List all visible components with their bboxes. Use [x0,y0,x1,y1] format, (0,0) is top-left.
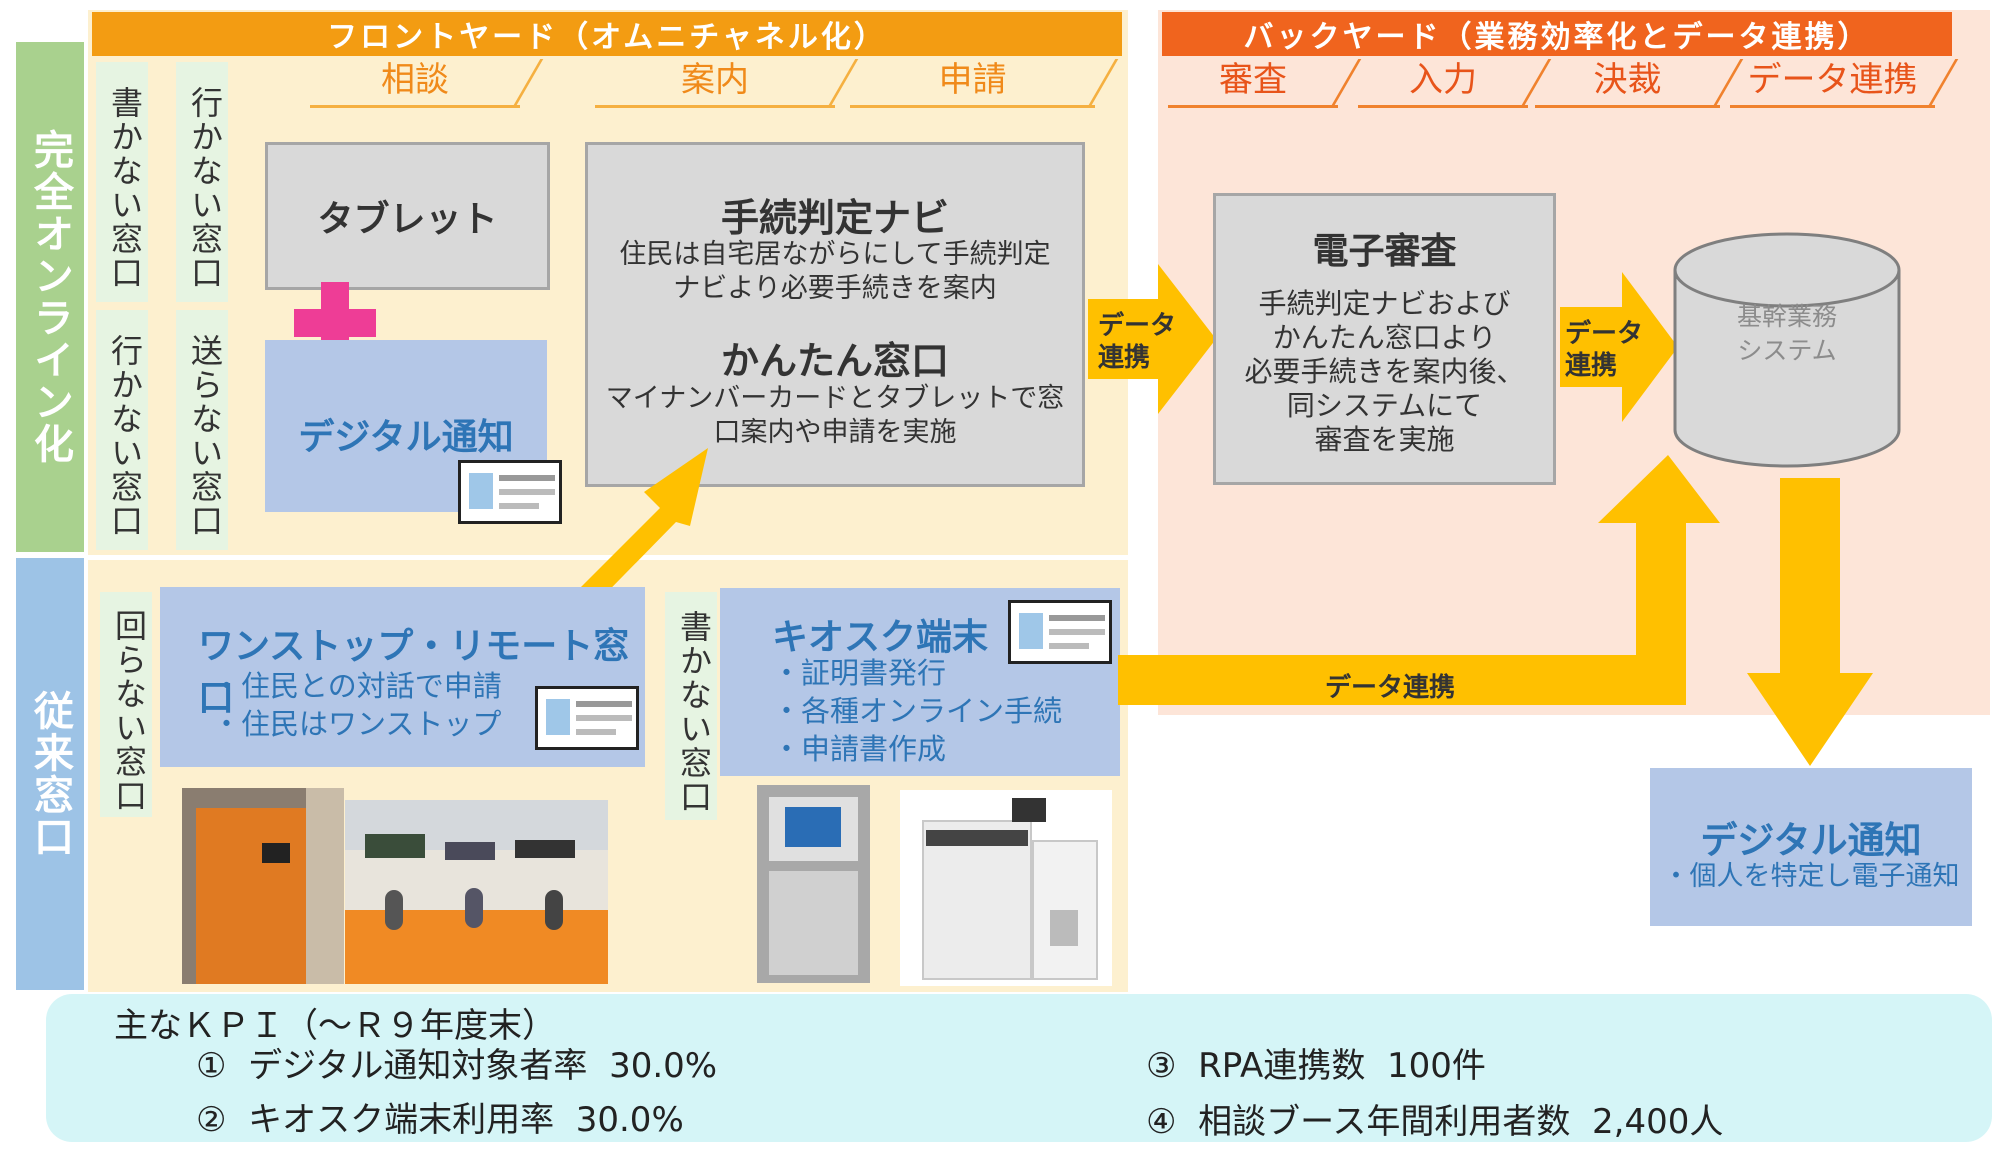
frontyard-header-text: フロントヤード（オムニチャネル化） [327,20,887,55]
data-link-label-3: データ連携 [1325,673,1456,703]
kpi-item-4: ④ 相談ブース年間利用者数 2,400人 [1146,1102,1724,1142]
kpi-heading: 主なＫＰＩ（～Ｒ９年度末） [114,1006,556,1046]
onestop-item-2: ・住民はワンストップ [212,707,502,741]
data-link-arrow-3-path [1118,455,1720,705]
no-visit-window-label-2: 行かない窓口 [96,310,148,550]
mynumber-card-image-2 [535,686,639,750]
kpi-item-3: ③ RPA連携数 100件 [1146,1046,1486,1086]
no-walking-window-label: 回らない窓口 [100,592,152,817]
multifunction-printer-photo [900,790,1112,986]
kpi-item-2: ② キオスク端末利用率 30.0% [196,1100,684,1140]
core-system-database-icon [1673,232,1901,468]
no-writing-window-label: 書かない窓口 [96,62,148,302]
tab-data-link: データ連携 [1730,58,1959,108]
remote-booth-photo [182,788,344,984]
onestop-title: ワンストップ・リモート窓口 [198,626,630,719]
easy-window-desc-2: 口案内や申請を実施 [713,417,957,448]
mynumber-card-image-3 [1008,600,1112,664]
diagonal-arrow [560,448,708,610]
tab-input: 入力 [1358,58,1552,108]
tablet-label: タブレット [317,199,498,240]
tab-approval: 決裁 [1535,58,1744,108]
procedure-navi-desc-1: 住民は自宅居ながらにして手続判定 [619,239,1051,270]
backyard-header-text: バックヤード（業務効率化とデータ連携） [1243,20,1871,55]
kpi-panel: 主なＫＰＩ（～Ｒ９年度末） ① デジタル通知対象者率 30.0% ② キオスク端… [46,994,1992,1142]
electronic-review-title: 電子審査 [1312,231,1457,272]
kiosk-title: キオスク端末 [772,617,989,658]
backyard-header: バックヤード（業務効率化とデータ連携） [1162,12,1952,56]
core-system-label: 基幹業務 システム [1736,302,1837,365]
data-link-arrow-2 [1560,272,1678,422]
tab-guide: 案内 [595,58,859,108]
tab-review: 審査 [1168,58,1362,108]
procedure-navi-desc-2: ナビより必要手続きを案内 [673,273,997,304]
digital-notice-front-label: デジタル通知 [298,417,514,458]
no-visit-window-label: 行かない窓口 [176,62,228,302]
electronic-review-box: 電子審査 手続判定ナビおよび かんたん窓口より 必要手続きを案内後、 同システム… [1213,193,1556,485]
kpi-item-1: ① デジタル通知対象者率 30.0% [196,1046,718,1086]
tab-consult: 相談 [310,58,544,108]
kiosk-item-2: ・各種オンライン手続 [772,694,1063,728]
online-label: 完全オンライン化 [16,42,84,552]
kiosk-item-1: ・証明書発行 [772,656,947,690]
easy-window-desc-1: マイナンバーカードとタブレットで窓 [605,383,1065,414]
data-link-label-1: データ 連携 [1098,311,1177,373]
digital-notice-back-desc: ・個人を特定し電子通知 [1662,861,1960,892]
procedure-navi-title: 手続判定ナビ [720,196,949,240]
kiosk-item-3: ・申請書作成 [772,732,947,766]
mynumber-card-image [458,460,562,524]
procedure-navi-box: 手続判定ナビ 住民は自宅居ながらにして手続判定 ナビより必要手続きを案内 かんた… [585,142,1085,487]
kiosk-terminal-box: キオスク端末 ・証明書発行 ・各種オンライン手続 ・申請書作成 [720,588,1120,776]
tablet-box: タブレット [265,142,550,290]
electronic-review-line-3: 必要手続きを案内後、 [1244,355,1525,388]
electronic-review-line-2: かんたん窓口より [1272,321,1497,354]
electronic-review-line-1: 手続判定ナビおよび [1258,287,1511,320]
onestop-item-1: ・住民との対話で申請 [212,669,502,703]
data-link-arrow-1 [1088,264,1216,414]
kiosk-terminal-photo [757,785,870,983]
digital-notice-back-box: デジタル通知 ・個人を特定し電子通知 [1650,768,1972,926]
easy-window-title: かんたん窓口 [720,339,949,383]
traditional-label: 従来窓口 [16,558,84,990]
city-office-counter-photo [345,800,608,984]
data-link-label-2: データ 連携 [1565,319,1644,381]
frontyard-header: フロントヤード（オムニチャネル化） [92,12,1122,56]
tab-apply: 申請 [850,58,1119,108]
no-writing-window-label-2: 書かない窓口 [665,592,717,820]
digital-notice-back-title: デジタル通知 [1700,819,1922,862]
onestop-remote-window-box: ワンストップ・リモート窓口 ・住民との対話で申請 ・住民はワンストップ [160,587,645,767]
no-sending-window-label: 送らない窓口 [176,310,228,550]
electronic-review-line-4: 同システムにて [1286,389,1483,422]
electronic-review-line-5: 審査を実施 [1314,423,1455,456]
down-arrow-to-digital-notice [1747,478,1873,766]
